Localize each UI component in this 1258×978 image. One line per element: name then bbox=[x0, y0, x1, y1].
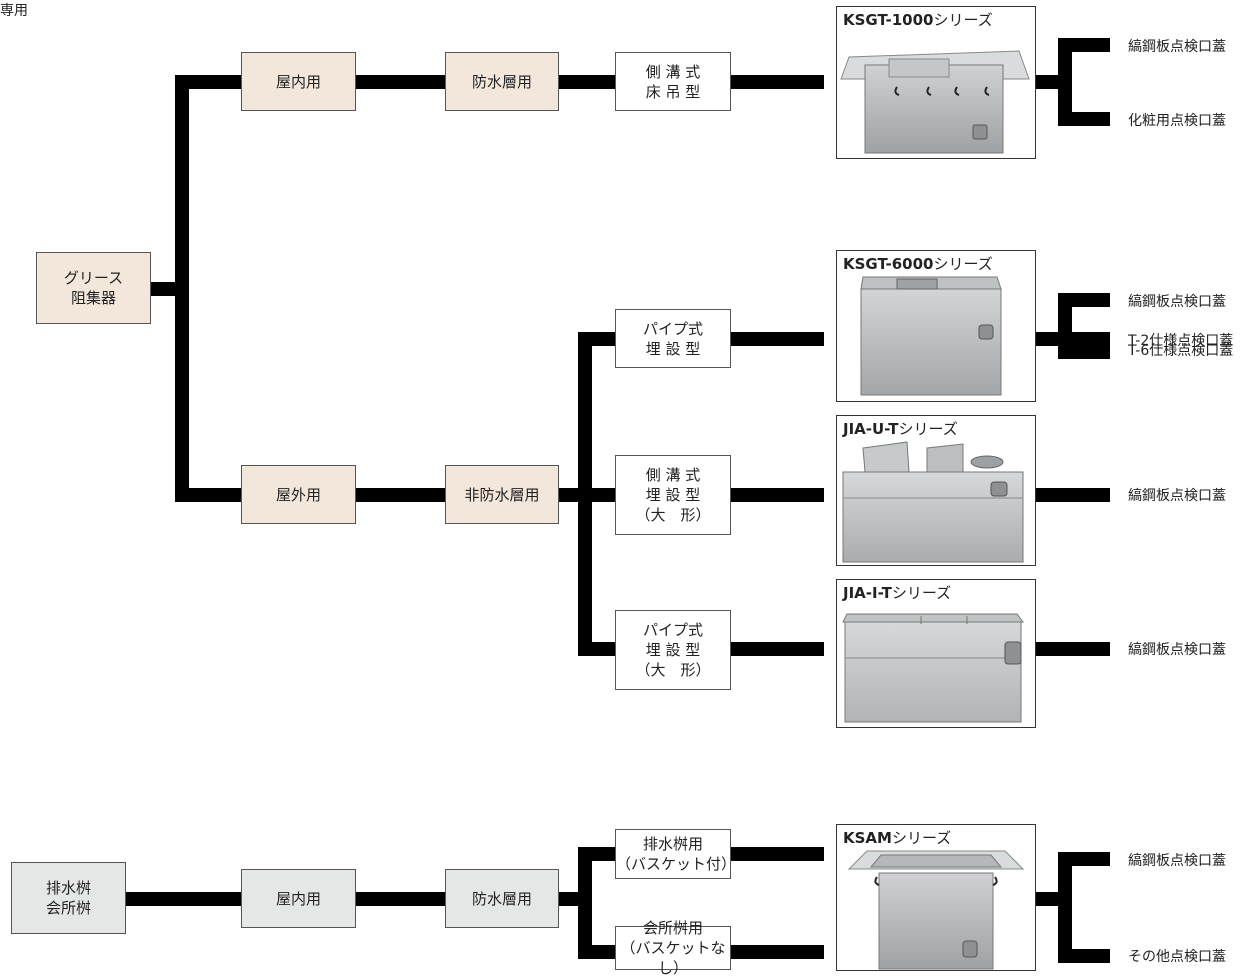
connector bbox=[355, 488, 445, 502]
grease-trap-image bbox=[847, 850, 1025, 970]
product-jia-u-t: JIA-U-Tシリーズ bbox=[836, 415, 1036, 566]
connector bbox=[588, 488, 616, 502]
connector bbox=[1058, 852, 1110, 866]
node-side-ditch-ceiling: 側 溝 式 床 吊 型 bbox=[615, 52, 731, 111]
connector bbox=[175, 488, 241, 502]
lid-label: その他点検口蓋 bbox=[1128, 949, 1226, 965]
connector bbox=[355, 892, 445, 906]
node-outdoor: 屋外用 bbox=[241, 465, 356, 524]
connector bbox=[1058, 345, 1110, 359]
lid-label: 縞鋼板点検口蓋 bbox=[1128, 488, 1226, 504]
connector bbox=[1058, 112, 1110, 126]
product-ksgt-6000: KSGT-6000シリーズ bbox=[836, 250, 1036, 402]
lid-label: T-2仕様点検口蓋 bbox=[1128, 333, 1234, 349]
connector bbox=[558, 75, 616, 89]
connector bbox=[578, 642, 616, 656]
lid-label: 縞鋼板点検口蓋 bbox=[1128, 39, 1226, 55]
connector bbox=[1034, 75, 1064, 89]
grease-trap-image bbox=[860, 276, 1002, 396]
node-pipe-buried-large: パイプ式 埋 設 型 （大 形） bbox=[615, 610, 731, 690]
connector bbox=[1058, 332, 1110, 346]
connector bbox=[730, 488, 824, 502]
product-title: JIA-U-Tシリーズ bbox=[843, 420, 958, 438]
connector bbox=[730, 945, 824, 959]
node-drain-basin-use: 排水桝用 （バスケット付） bbox=[615, 829, 736, 879]
connector bbox=[355, 75, 445, 89]
lid-label: 縞鋼板点検口蓋 bbox=[1128, 853, 1226, 869]
product-ksgt-1000: KSGT-1000シリーズ bbox=[836, 6, 1036, 159]
corner-text: 専用 bbox=[0, 3, 28, 19]
grease-trap-image bbox=[840, 50, 1030, 154]
connector bbox=[578, 847, 616, 861]
product-ksam: KSAMシリーズ bbox=[836, 824, 1036, 971]
product-jia-i-t: JIA-I-Tシリーズ bbox=[836, 579, 1036, 728]
product-title: KSGT-6000シリーズ bbox=[843, 255, 993, 273]
connector bbox=[1058, 949, 1110, 963]
connector bbox=[578, 945, 616, 959]
grease-trap-image bbox=[842, 441, 1024, 563]
lid-label: 化粧用点検口蓋 bbox=[1128, 113, 1226, 129]
node-indoor: 屋内用 bbox=[241, 52, 356, 111]
node-waterproof-2: 防水層用 bbox=[445, 869, 559, 928]
node-side-ditch-buried-large: 側 溝 式 埋 設 型 （大 形） bbox=[615, 455, 731, 535]
node-waterproof: 防水層用 bbox=[445, 52, 559, 111]
node-drain-basin: 排水桝 会所桝 bbox=[11, 862, 126, 934]
product-title: JIA-I-Tシリーズ bbox=[843, 584, 952, 602]
lid-label: 縞鋼板点検口蓋 bbox=[1128, 294, 1226, 310]
grease-trap-image bbox=[842, 613, 1024, 723]
node-indoor-2: 屋内用 bbox=[241, 869, 356, 928]
lid-label: 縞鋼板点検口蓋 bbox=[1128, 642, 1226, 658]
product-title: KSGT-1000シリーズ bbox=[843, 11, 993, 29]
connector bbox=[730, 847, 824, 861]
connector bbox=[125, 892, 241, 906]
lid-label: T-6仕様点検口蓋 bbox=[1128, 343, 1234, 359]
connector bbox=[578, 332, 616, 346]
node-non-waterproof: 非防水層用 bbox=[445, 465, 559, 524]
connector bbox=[578, 847, 592, 959]
connector bbox=[1034, 892, 1064, 906]
connector bbox=[1058, 293, 1110, 307]
product-title: KSAMシリーズ bbox=[843, 829, 952, 847]
connector bbox=[730, 642, 824, 656]
node-grease-trap: グリース 阻集器 bbox=[36, 252, 151, 324]
node-junction-basin-use: 会所桝用 （バスケットなし） bbox=[615, 919, 731, 977]
connector bbox=[150, 282, 180, 296]
connector bbox=[1058, 38, 1072, 126]
connector bbox=[1034, 488, 1110, 502]
connector bbox=[1034, 642, 1110, 656]
connector bbox=[1034, 332, 1064, 346]
connector bbox=[578, 332, 592, 656]
node-pipe-buried: パイプ式 埋 設 型 bbox=[615, 309, 731, 368]
connector bbox=[1058, 38, 1110, 52]
connector bbox=[730, 75, 824, 89]
connector bbox=[730, 332, 824, 346]
connector bbox=[175, 75, 189, 502]
connector bbox=[1058, 852, 1072, 963]
connector bbox=[175, 75, 241, 89]
